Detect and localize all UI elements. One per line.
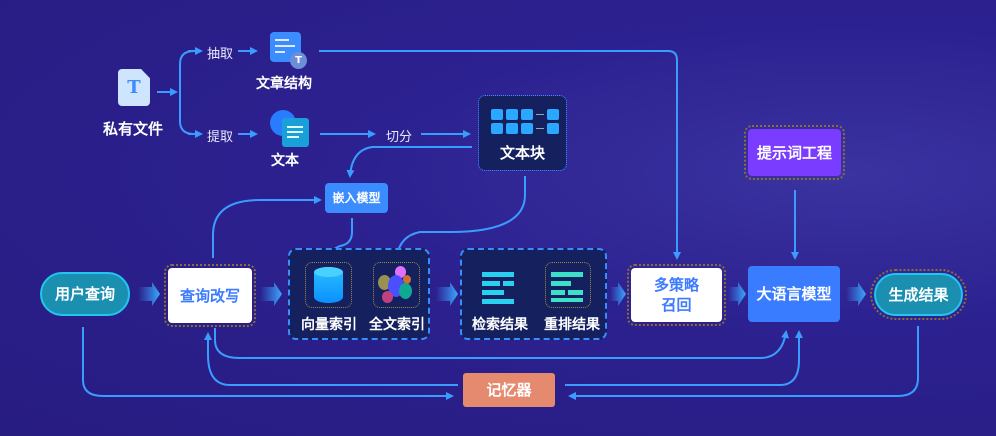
- text-document-icon: [270, 110, 310, 148]
- query-rewrite-node: 查询改写: [164, 264, 256, 327]
- multi-strategy-recall-node: 多策略 召回: [627, 264, 726, 326]
- vector-index-label: 向量索引: [301, 317, 357, 333]
- search-results-icon: [482, 272, 518, 304]
- embedding-model-node: 嵌入模型: [325, 183, 388, 213]
- text-label: 文本: [271, 153, 299, 169]
- vector-database-icon: [305, 262, 352, 308]
- rerank-results-icon: [545, 262, 591, 308]
- fulltext-index-label: 全文索引: [369, 317, 425, 333]
- article-structure-label: 文章结构: [256, 76, 312, 92]
- fulltext-index-icon: [373, 262, 420, 308]
- memory-node: 记忆器: [463, 373, 555, 407]
- text-chunks-node: 文本块: [478, 95, 567, 171]
- search-results-label: 检索结果: [472, 317, 528, 333]
- recall-line1: 多策略: [653, 276, 699, 294]
- source-label: 私有文件: [102, 120, 163, 138]
- index-group: 向量索引 全文索引: [288, 248, 430, 340]
- text-chunks-label: 文本块: [499, 144, 545, 162]
- recall-line2: 召回: [661, 296, 692, 314]
- rerank-results-label: 重排结果: [544, 317, 600, 333]
- grid-blocks-icon: [491, 109, 559, 135]
- output-node: 生成结果: [870, 269, 967, 320]
- result-group: 检索结果 重排结果: [460, 248, 607, 340]
- extract-label: 抽取: [206, 47, 233, 62]
- user-query-node: 用户查询: [40, 272, 130, 316]
- split-label: 切分: [385, 130, 412, 145]
- text-file-icon: T: [118, 69, 150, 106]
- extract-text-label: 提取: [206, 130, 233, 145]
- prompt-engineering-node: 提示词工程: [744, 125, 845, 180]
- document-structure-icon: T: [270, 32, 307, 69]
- llm-node: 大语言模型: [748, 266, 840, 322]
